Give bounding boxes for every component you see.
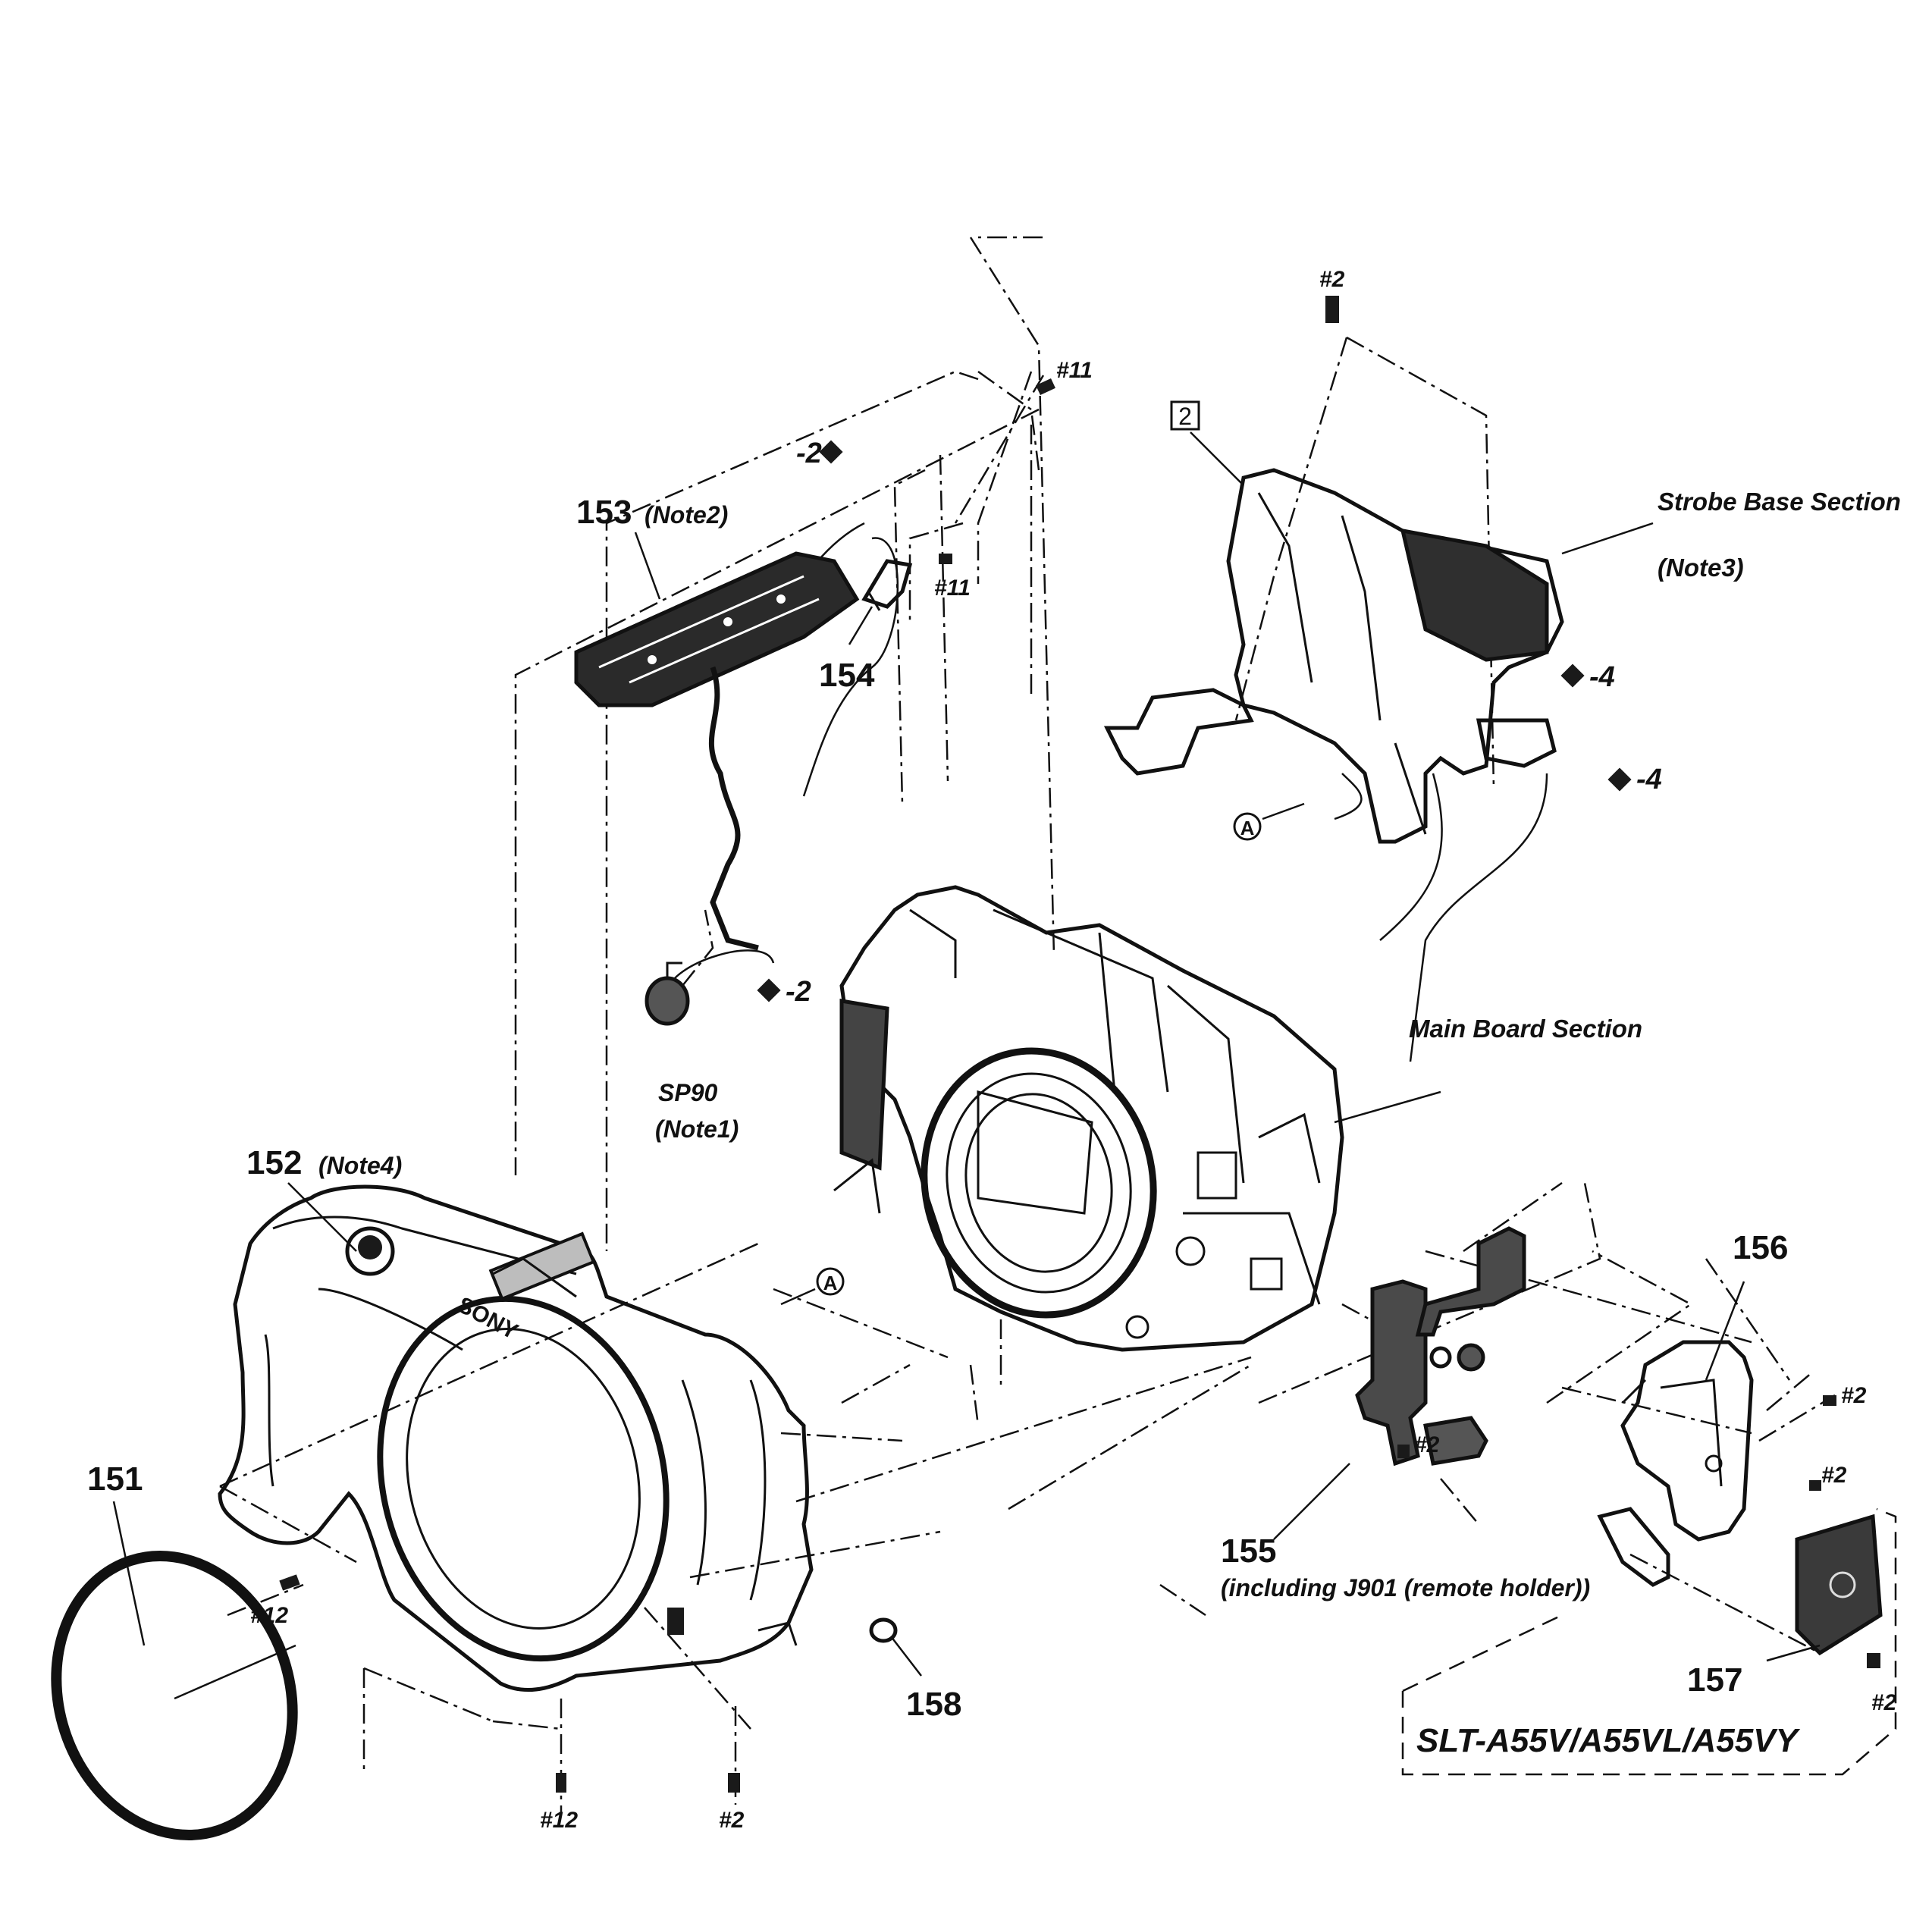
part-152-front-cover: SONY [218,1184,814,1692]
leader-lines [112,522,1745,1646]
screw-label-12-left: #12 [250,1603,288,1628]
label-strobe-base-section: Strobe Base Section [1658,488,1901,516]
part-153-top-board [574,551,860,951]
part-main-body [833,885,1344,1352]
label-153-note: (Note2) [645,501,728,529]
reference-marker-a-bottom: A [780,1267,845,1306]
screw-label-2-157: #2 [1871,1690,1897,1715]
marker-a-label: A [823,1272,838,1294]
label-155: 155 [1221,1532,1276,1570]
label-154: 154 [819,657,875,694]
label-main-board-section: Main Board Section [1409,1015,1642,1043]
screw-label-4a: -4 [1589,661,1615,693]
label-152-note: (Note4) [318,1152,402,1179]
screw-label-4b: -4 [1636,764,1662,795]
screw-label-2-156b: #2 [1821,1463,1847,1488]
screw-label-11a: #11 [1056,358,1093,383]
reference-marker-a-top: A [1233,802,1305,841]
screw-label-2-155: #2 [1414,1432,1440,1457]
screw-label-2-sp90: -2 [786,976,811,1008]
part-157-grille [1766,1514,1883,1662]
label-152: 152 [246,1144,302,1181]
screw-labels: #2 #11 #11 -2 -2 -4 -4 #2 #2 #2 #2 #12 #… [250,267,1897,1833]
marker-a-label: A [1240,817,1255,839]
part-strobe-base-section [1103,468,1564,844]
part-number-labels: 151 152 (Note4) 153 (Note2) 154 155 (inc… [87,494,1788,1723]
label-155-note: (including J901 (remote holder)) [1221,1574,1590,1601]
label-156: 156 [1733,1229,1788,1266]
part-151-ring [51,1551,298,1840]
label-sp90-note: (Note1) [655,1115,739,1143]
label-157: 157 [1687,1661,1742,1699]
screw-label-12-bottom: #12 [540,1808,578,1833]
reference-box-2: 2 [1170,400,1244,486]
model-variant-box: SLT-A55V/A55VL/A55VY [1401,1507,1897,1776]
screw-label-2-153: -2 [796,438,822,469]
section-labels: Strobe Base Section (Note3) Main Board S… [1409,488,1901,1043]
screw-label-2-bottom: #2 [719,1808,745,1833]
label-sp90: SP90 [658,1079,717,1106]
label-strobe-note: (Note3) [1658,554,1744,582]
part-155-side-bracket [1355,1226,1526,1467]
box-2-label: 2 [1178,403,1192,430]
screw-icons [279,296,1880,1793]
label-model-variants: SLT-A55V/A55VL/A55VY [1416,1722,1801,1759]
screw-label-11b: #11 [934,576,971,601]
label-153: 153 [576,494,632,531]
screw-label-top: #2 [1319,267,1345,292]
label-151: 151 [87,1460,143,1498]
part-154-bracket [861,559,913,611]
screw-label-2-156a: #2 [1841,1383,1867,1408]
part-sp90-speaker [645,961,690,1026]
part-156-side [1597,1340,1754,1587]
part-158-small [869,1617,922,1677]
label-158: 158 [906,1686,961,1723]
